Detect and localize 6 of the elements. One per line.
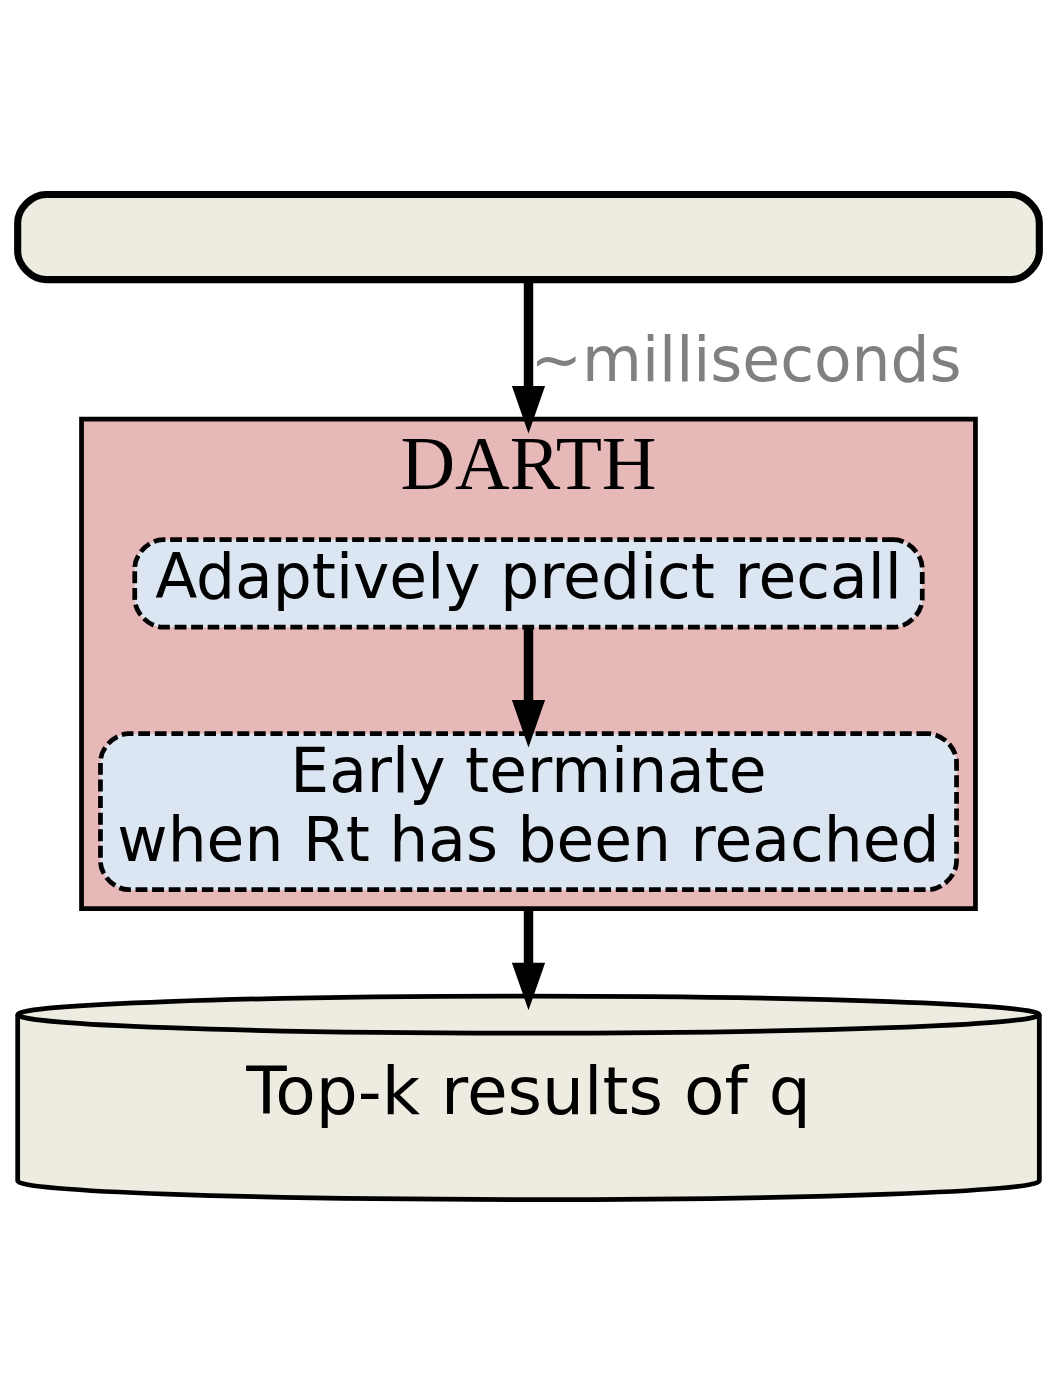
node-box — [14, 190, 1043, 283]
arrow — [511, 627, 546, 747]
arrow — [511, 908, 546, 1010]
node-box: Early terminate when Rt has been reached — [98, 730, 959, 892]
edge-label: ~milliseconds — [530, 323, 962, 395]
node-box: Adaptively predict recall — [132, 536, 925, 630]
